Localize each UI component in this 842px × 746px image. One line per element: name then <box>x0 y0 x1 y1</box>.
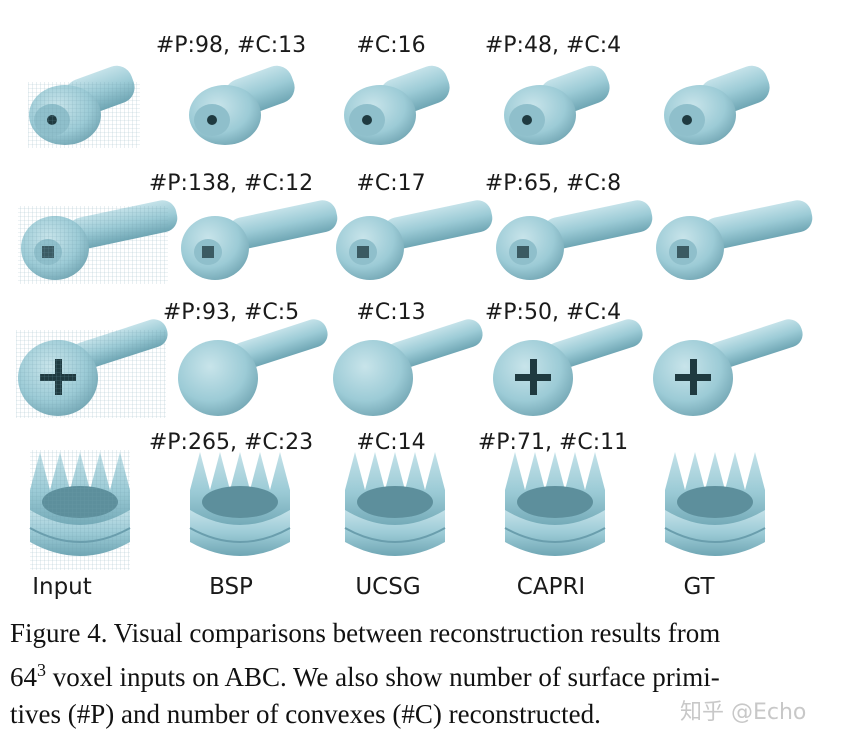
object-bolt-short-gt <box>664 65 770 145</box>
caption-line-1: Figure 4. Visual comparisons between rec… <box>10 618 721 648</box>
caption-line-2: 643 voxel inputs on ABC. We also show nu… <box>10 652 830 696</box>
label-r2-c1: #P:93, #C:5 <box>162 300 300 325</box>
label-r0-c1: #P:98, #C:13 <box>155 33 307 58</box>
caption-line-3: tives (#P) and number of convexes (#C) r… <box>10 699 601 729</box>
label-r2-c2: #C:13 <box>356 300 426 325</box>
figure-objects <box>16 65 813 570</box>
object-bolt-long-ucsg <box>336 200 493 280</box>
label-r0-c3: #P:48, #C:4 <box>484 33 622 58</box>
column-label-input: Input <box>32 574 92 600</box>
figure-grid: #P:98, #C:13 #C:16 #P:48, #C:4 #P:138, #… <box>16 33 813 600</box>
object-bolt-long-input <box>18 200 178 284</box>
figure-caption: Figure 4. Visual comparisons between rec… <box>10 615 830 733</box>
object-crown-bsp <box>189 452 291 556</box>
label-r3-c1: #P:265, #C:23 <box>148 430 314 455</box>
object-bolt-short-input <box>28 65 140 148</box>
object-bolt-long-bsp <box>181 200 338 280</box>
label-r1-c3: #P:65, #C:8 <box>484 171 622 196</box>
object-screw-bsp <box>178 319 328 416</box>
label-r0-c2: #C:16 <box>356 33 426 58</box>
object-screw-ucsg <box>333 319 483 416</box>
label-r3-c2: #C:14 <box>356 430 426 455</box>
object-screw-input <box>16 319 168 418</box>
label-r1-c2: #C:17 <box>356 171 426 196</box>
object-crown-ucsg <box>344 452 446 556</box>
object-bolt-short-bsp <box>189 65 295 145</box>
watermark: 知乎 @Echo <box>680 700 807 725</box>
column-label-bsp: BSP <box>209 574 253 600</box>
caption-line-2-rest: voxel inputs on ABC. We also show number… <box>46 662 720 692</box>
label-r3-c3: #P:71, #C:11 <box>477 430 629 455</box>
object-bolt-long-gt <box>656 200 813 280</box>
object-bolt-short-ucsg <box>344 65 450 145</box>
object-crown-input <box>29 450 131 570</box>
label-r2-c3: #P:50, #C:4 <box>484 300 622 325</box>
object-bolt-long-capri <box>496 200 653 280</box>
column-label-gt: GT <box>683 574 715 600</box>
label-r1-c1: #P:138, #C:12 <box>148 171 314 196</box>
object-screw-gt <box>653 319 803 416</box>
column-label-capri: CAPRI <box>516 574 586 600</box>
column-label-ucsg: UCSG <box>355 574 421 600</box>
caption-line-2-base: 64 <box>10 662 37 692</box>
object-screw-capri <box>493 319 643 416</box>
object-crown-gt <box>664 452 766 556</box>
object-bolt-short-capri <box>504 65 610 145</box>
caption-line-2-sup: 3 <box>37 660 46 680</box>
object-crown-capri <box>504 452 606 556</box>
